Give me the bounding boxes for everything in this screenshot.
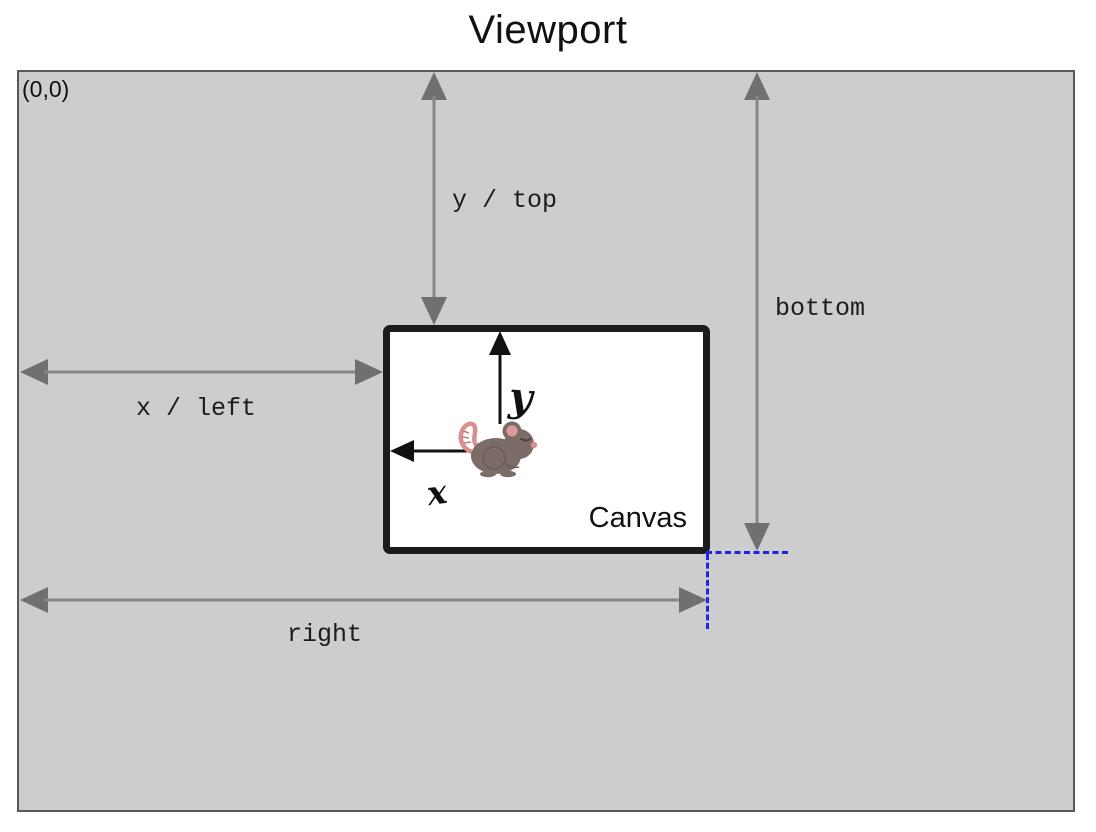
label-x-left: x / left	[136, 394, 257, 423]
arrowhead-down-icon	[744, 523, 770, 551]
arrowhead-up-icon	[421, 72, 447, 100]
canvas-box: Canvas	[383, 325, 710, 554]
arrowhead-left-icon	[20, 359, 48, 385]
arrowhead-right-icon	[679, 587, 707, 613]
arrow-bottom	[744, 72, 770, 551]
arrow-shaft	[498, 351, 502, 424]
label-bottom: bottom	[775, 294, 866, 323]
canvas-label: Canvas	[588, 502, 687, 534]
arrowhead-up-icon	[489, 331, 511, 355]
arrow-shaft	[410, 449, 467, 453]
arrowhead-down-icon	[421, 297, 447, 325]
arrow-shaft	[44, 370, 359, 374]
arrowhead-left-icon	[20, 587, 48, 613]
arrow-shaft	[44, 598, 683, 602]
arrow-x-left	[20, 359, 383, 385]
canvas-y-axis-arrow	[489, 331, 511, 424]
arrow-shaft	[755, 96, 759, 527]
canvas-x-axis-arrow	[390, 440, 467, 462]
guide-line-vertical	[706, 554, 709, 629]
guide-line-horizontal	[706, 551, 788, 554]
page-title: Viewport	[468, 8, 628, 52]
origin-label: (0,0)	[22, 76, 70, 102]
label-right: right	[287, 620, 363, 649]
arrowhead-up-icon	[744, 72, 770, 100]
mouse-icon	[458, 421, 538, 478]
arrow-right	[20, 587, 707, 613]
arrowhead-left-icon	[390, 440, 414, 462]
arrow-shaft	[432, 96, 436, 301]
arrowhead-right-icon	[355, 359, 383, 385]
label-y-top: y / top	[452, 186, 558, 215]
arrow-y-top	[421, 72, 447, 325]
x-axis-label: x	[424, 471, 450, 514]
